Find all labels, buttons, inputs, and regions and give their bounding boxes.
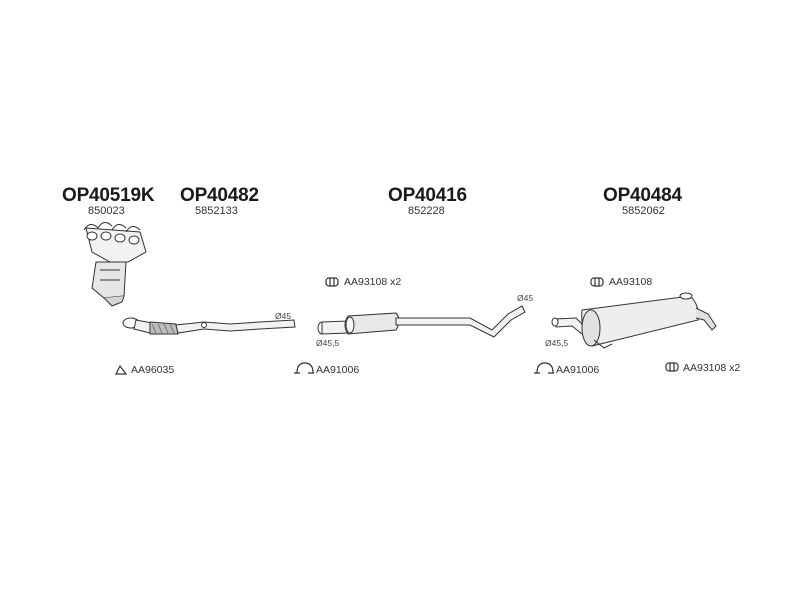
dimension-label-4: Ø45,5 xyxy=(545,338,569,348)
part-ref-3: 852228 xyxy=(408,205,445,217)
gasket-icon-1 xyxy=(115,364,128,375)
clamp-icon-6 xyxy=(665,362,679,372)
part-code-3: OP40416 xyxy=(388,185,467,206)
clamp-icon-4 xyxy=(590,277,604,287)
dimension-label-1: Ø45 xyxy=(275,311,292,321)
accessory-label-5: AA91006 xyxy=(556,364,600,376)
part-code-1: OP40519K xyxy=(62,185,155,206)
accessory-label-1: AA96035 xyxy=(131,364,175,376)
part-code-4: OP40484 xyxy=(603,185,682,206)
hanger-icon-5 xyxy=(534,362,554,374)
accessory-label-2: AA93108 x2 xyxy=(344,276,402,288)
part-ref-2: 5852133 xyxy=(195,205,238,217)
rear-silencer xyxy=(551,292,717,349)
accessory-icons xyxy=(115,277,679,375)
accessory-label-6: AA93108 x2 xyxy=(683,362,741,374)
dimension-label-2: Ø45,5 xyxy=(316,338,340,348)
part-ref-1: 850023 xyxy=(88,205,125,217)
centre-pipe xyxy=(317,305,526,338)
accessory-label-3: AA91006 xyxy=(316,364,360,376)
dimension-label-3: Ø45 xyxy=(517,293,534,303)
accessory-label-4: AA93108 xyxy=(609,276,653,288)
part-ref-4: 5852062 xyxy=(622,205,665,217)
clamp-icon-2 xyxy=(325,277,339,287)
hanger-icon-3 xyxy=(294,362,314,374)
part-code-2: OP40482 xyxy=(180,185,259,206)
front-pipe xyxy=(122,317,296,335)
manifold-catalyst xyxy=(83,222,147,307)
